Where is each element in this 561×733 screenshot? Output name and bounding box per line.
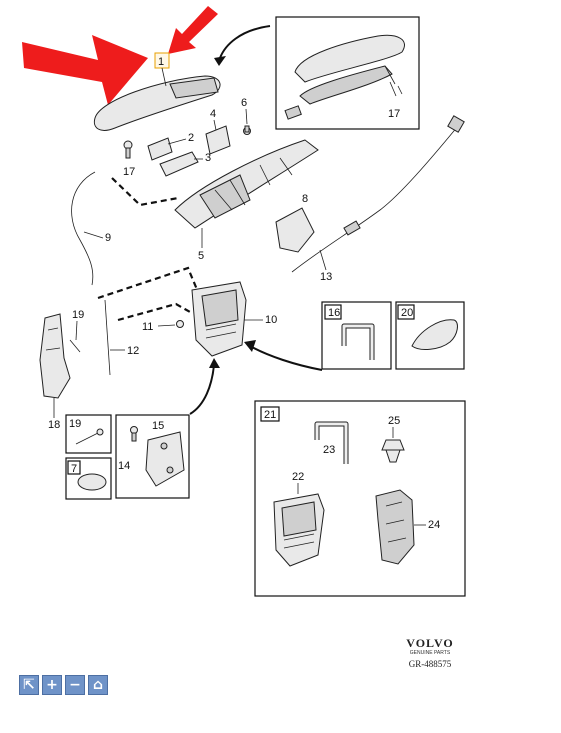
part-15-screw: [130, 426, 138, 442]
callout-17-inset: 17: [388, 108, 400, 120]
callout-23: 23: [323, 444, 335, 456]
callout-6: 6: [241, 97, 247, 109]
zoom-in-icon[interactable]: +: [42, 675, 62, 695]
callout-9: 9: [105, 232, 111, 244]
zoom-out-icon[interactable]: −: [65, 675, 85, 695]
callout-11: 11: [142, 321, 153, 333]
volvo-brand: VOLVO GENUINE PARTS GR-488575: [395, 636, 465, 669]
callout-22: 22: [292, 471, 304, 483]
part-3-gasket: [159, 151, 199, 177]
callout-13: 13: [320, 271, 332, 283]
arrow-box14-to-lock: [189, 364, 215, 415]
part-12-rod: [104, 299, 111, 376]
part-2-cover: [147, 137, 173, 161]
callout-18: 18: [48, 419, 60, 431]
arrowhead-box14: [209, 358, 220, 368]
diagram-code: GR-488575: [408, 659, 452, 669]
callout-19: 19: [72, 309, 84, 321]
callout-12: 12: [127, 345, 139, 357]
box-19: [65, 414, 112, 454]
red-arrow-small: [168, 6, 218, 54]
viewer-toolbar: ⇱ + − ⌂: [19, 675, 108, 695]
part-10-lock: [191, 281, 247, 357]
inset-handle-box: [275, 16, 420, 130]
callout-16: 16: [328, 307, 340, 319]
part-25-grommet: [381, 439, 405, 463]
box-7: [65, 457, 112, 500]
callout-4: 4: [210, 108, 216, 120]
callout-25: 25: [388, 415, 400, 427]
callout-7: 7: [71, 463, 77, 475]
part-24-bracket: [375, 489, 415, 565]
callout-17: 17: [123, 166, 135, 178]
callout-8: 8: [302, 193, 308, 205]
callout-2: 2: [188, 132, 194, 144]
box-20: [395, 301, 465, 370]
dashed-link-3: [117, 302, 191, 322]
callout-20: 20: [401, 307, 413, 319]
arrowhead-inset: [214, 56, 226, 66]
dashed-link-1: [111, 177, 179, 207]
callout-5: 5: [198, 250, 204, 262]
highlight-arrows: [22, 6, 218, 105]
part-9-cable: [71, 171, 96, 286]
part-6-screw: [243, 125, 251, 135]
callout-3: 3: [205, 152, 211, 164]
inset-handle: [284, 34, 405, 120]
part-11-bolt: [176, 320, 184, 328]
arrow-inset-to-handle: [219, 25, 271, 59]
part-18-bracket: [39, 313, 71, 399]
callout-24: 24: [428, 519, 440, 531]
part-16-staple: [341, 323, 375, 360]
dashed-link-2: [97, 266, 200, 300]
box-16: [321, 301, 392, 370]
part-4-trim: [205, 125, 231, 155]
callout-15: 15: [152, 420, 164, 432]
cursor-icon[interactable]: ⇱: [19, 675, 39, 695]
red-arrow-large: [22, 35, 148, 105]
part-8-cover: [275, 207, 315, 253]
part-5-bracket: [174, 139, 319, 229]
box-21-kit: [254, 400, 466, 597]
part-17-screw: [123, 140, 133, 159]
part-20-cover: [411, 319, 458, 350]
part-7-plug: [77, 473, 107, 491]
callout-1: 1: [158, 56, 164, 68]
part-22-lock: [273, 493, 325, 567]
callout-21: 21: [264, 409, 276, 421]
home-icon[interactable]: ⌂: [88, 675, 108, 695]
part-13-cable: [291, 125, 459, 273]
part-14-striker: [145, 431, 185, 487]
brand-name: VOLVO: [406, 636, 454, 650]
arrowhead-box16: [244, 340, 256, 352]
box-14: [115, 414, 190, 499]
part-1-handle: [93, 75, 221, 131]
callout-14: 14: [118, 460, 130, 472]
part-19-clip: [69, 339, 81, 353]
callout-19-box: 19: [69, 418, 81, 430]
brand-subtitle: GENUINE PARTS: [409, 650, 451, 656]
callout-10: 10: [265, 314, 277, 326]
part-19-rivet: [75, 431, 101, 445]
arrow-box16-to-lock: [249, 345, 323, 371]
